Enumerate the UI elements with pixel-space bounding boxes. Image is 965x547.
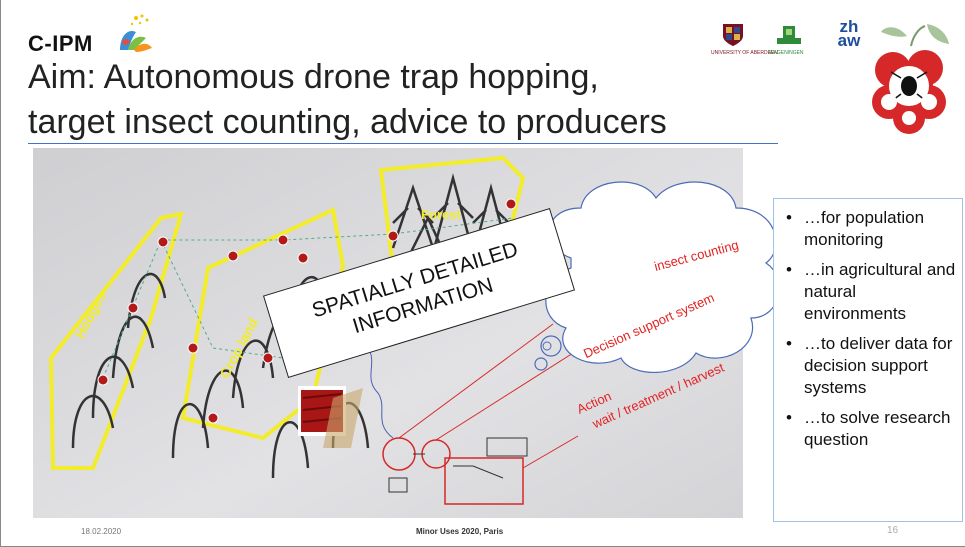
forest-label: Forest xyxy=(421,207,461,222)
wageningen-label: WAGENINGEN xyxy=(769,50,804,56)
footer-date: 18.02.2020 xyxy=(81,527,122,536)
zhaw-logo: zh aw xyxy=(837,17,861,50)
slide-title: Aim: Autonomous drone trap hopping, targ… xyxy=(28,55,667,145)
aberdeen-label: UNIVERSITY OF ABERDEEN xyxy=(711,50,778,56)
footer-event: Minor Uses 2020, Paris xyxy=(416,527,504,536)
cipm-logo-icon xyxy=(120,14,152,52)
title-line-1: Aim: Autonomous drone trap hopping, xyxy=(28,58,599,96)
cipm-logo-text: C-IPM xyxy=(28,31,93,56)
hedges-outline xyxy=(48,211,184,470)
bullet-research: …to solve research question xyxy=(784,407,956,451)
wageningen-logo-icon xyxy=(777,26,801,44)
purpose-bullet-list: …for population monitoring …in agricultu… xyxy=(773,198,963,522)
title-line-2: target insect counting, advice to produc… xyxy=(28,103,667,141)
bullet-decision-support: …to deliver data for decision support sy… xyxy=(784,333,956,399)
footer-page-number: 16 xyxy=(887,525,899,536)
bullet-population: …for population monitoring xyxy=(784,207,956,251)
cropland-outline xyxy=(180,207,346,441)
bullet-environments: …in agricultural and natural environment… xyxy=(784,259,956,325)
title-underline xyxy=(28,143,778,144)
aberdeen-crest-icon xyxy=(723,24,743,46)
project-seal-icon xyxy=(872,24,949,134)
